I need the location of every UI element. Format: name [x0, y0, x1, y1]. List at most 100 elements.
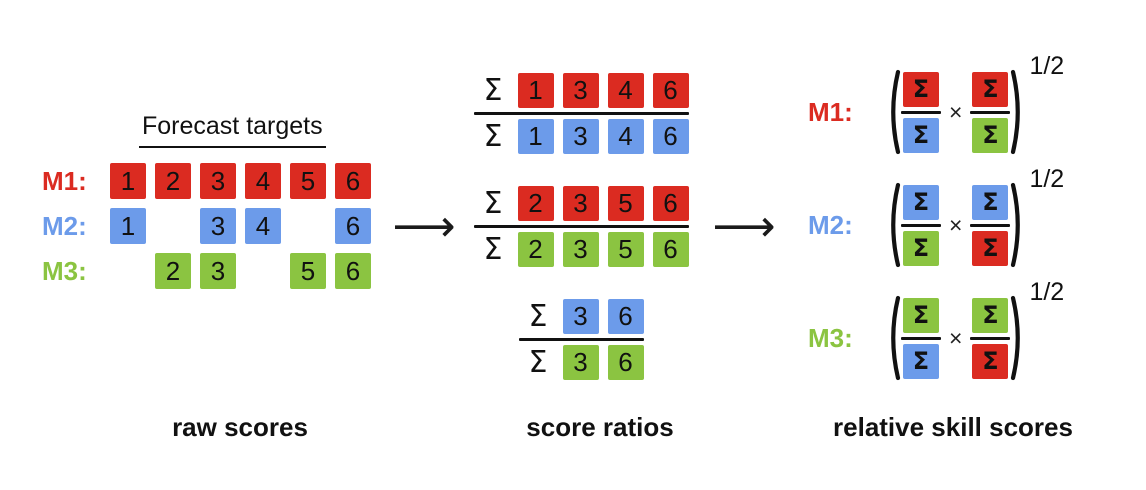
score-box: 6 [652, 119, 689, 154]
score-box: 6 [335, 208, 371, 244]
sigma-box: Σ [972, 71, 1009, 107]
fraction-bar [901, 110, 941, 114]
score-box: 2 [517, 232, 554, 267]
empty-slot [110, 253, 146, 289]
score-box: 6 [607, 299, 644, 334]
exponent: 1/2 [1029, 278, 1065, 306]
score-box: 3 [200, 253, 236, 289]
model-label-m2: M2: [808, 209, 853, 240]
model-label-m3: M3: [42, 255, 87, 286]
sigma-box: Σ [903, 230, 939, 266]
relative-skill-scores-caption: relative skill scores [833, 412, 1073, 442]
sigma-box: Σ [903, 117, 939, 153]
raw-scores-caption: raw scores [172, 412, 308, 442]
score-ratios-caption: score ratios [526, 412, 674, 442]
score-box: 5 [290, 163, 326, 199]
forecast-targets-title: Forecast targets [139, 110, 326, 148]
score-box: 4 [607, 73, 644, 108]
score-box: 6 [335, 163, 371, 199]
sigma-symbol: Σ [528, 298, 548, 334]
arrow-right-icon: ⟶ [392, 201, 456, 252]
score-box: 6 [652, 186, 689, 221]
score-box: 5 [607, 232, 644, 267]
score-box: 1 [110, 208, 146, 244]
sigma-box: Σ [903, 297, 939, 333]
paren-close-icon [1011, 69, 1021, 155]
sigma-box: Σ [903, 71, 939, 107]
score-box: 2 [517, 186, 554, 221]
model-label-m3: M3: [808, 322, 853, 353]
sigma-box: Σ [903, 184, 939, 220]
model-label-m1: M1: [808, 96, 853, 127]
score-box: 4 [245, 163, 281, 199]
score-box: 6 [652, 73, 689, 108]
exponent: 1/2 [1029, 52, 1065, 80]
fraction-bar [970, 336, 1011, 340]
score-box: 1 [517, 119, 554, 154]
score-box: 5 [290, 253, 326, 289]
sigma-box: Σ [903, 343, 939, 379]
model-label-m2: M2: [42, 210, 87, 241]
score-box: 6 [335, 253, 371, 289]
score-box: 4 [245, 208, 281, 244]
score-box: 3 [562, 119, 599, 154]
paren-close-icon [1011, 182, 1021, 268]
score-box: 5 [607, 186, 644, 221]
score-box: 4 [607, 119, 644, 154]
score-box: 3 [562, 186, 599, 221]
empty-slot [290, 208, 326, 244]
sigma-symbol: Σ [483, 185, 503, 221]
arrow-right-icon: ⟶ [712, 201, 776, 252]
score-box: 6 [607, 345, 644, 380]
score-box: 1 [110, 163, 146, 199]
sigma-box: Σ [972, 117, 1009, 153]
score-box: 3 [562, 232, 599, 267]
score-box: 1 [517, 73, 554, 108]
paren-open-icon [891, 69, 901, 155]
empty-slot [155, 208, 191, 244]
empty-slot [245, 253, 281, 289]
score-box: 2 [155, 253, 191, 289]
sigma-symbol: Σ [483, 72, 503, 108]
sigma-box: Σ [972, 297, 1009, 333]
score-box: 3 [200, 208, 236, 244]
score-box: 3 [562, 73, 599, 108]
paren-open-icon [891, 182, 901, 268]
times-symbol: × [949, 211, 963, 238]
times-symbol: × [949, 324, 963, 351]
sigma-symbol: Σ [483, 231, 503, 267]
exponent: 1/2 [1029, 165, 1065, 193]
fraction-bar [518, 338, 644, 341]
times-symbol: × [949, 98, 963, 125]
score-box: 3 [562, 299, 599, 334]
fraction-bar [970, 110, 1011, 114]
sigma-symbol: Σ [528, 344, 548, 380]
sigma-symbol: Σ [483, 118, 503, 154]
fraction-bar [473, 225, 689, 228]
score-box: 2 [155, 163, 191, 199]
score-box: 3 [562, 345, 599, 380]
fraction-bar [473, 112, 689, 115]
